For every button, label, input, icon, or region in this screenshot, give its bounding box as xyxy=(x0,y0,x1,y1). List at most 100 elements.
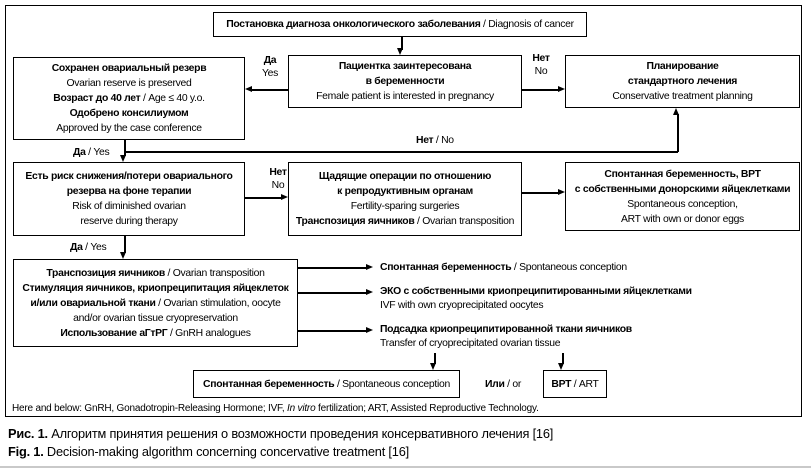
arrowhead-down xyxy=(397,48,403,55)
text-en: / Ovarian transposition xyxy=(164,267,265,279)
text-en: / Ovarian transposition xyxy=(414,216,515,227)
text-ru: резерва на фоне терапии xyxy=(66,186,192,197)
text-ru: стандартного лечения xyxy=(627,76,738,87)
flow-line xyxy=(677,114,679,152)
arrowhead-down xyxy=(430,363,436,370)
arrowhead-right xyxy=(366,289,373,295)
text-ru: Да xyxy=(70,242,83,253)
text-ru: и/или овариальной ткани xyxy=(30,297,156,309)
text-ru: Нет xyxy=(532,53,550,64)
footnote-italic: In vitro xyxy=(287,403,316,414)
abbreviations-footnote: Here and below: GnRH, Gonadotropin-Relea… xyxy=(12,403,539,414)
edge-label-yes-2: Да / Yes xyxy=(73,146,110,159)
node-risk-of-reserve-loss: Есть риск снижения/потери овариального р… xyxy=(13,162,245,236)
arrowhead-right xyxy=(366,327,373,333)
arrowhead-right xyxy=(281,194,288,200)
text-ru: Транспозиция яичников xyxy=(46,267,165,279)
text-en: Approved by the case conference xyxy=(56,123,202,134)
edge-label-no-3: Нет No xyxy=(258,166,298,192)
arrowhead-down xyxy=(120,252,126,259)
text-en: reserve during therapy xyxy=(80,216,178,227)
flow-line xyxy=(298,267,366,269)
text-en: / No xyxy=(433,135,454,146)
text-ru: Возраст до 40 лет xyxy=(53,93,141,104)
text-en: IVF with own cryoprecipitated oocytes xyxy=(380,300,544,311)
text-en: Risk of diminished ovarian xyxy=(72,201,186,212)
flow-line xyxy=(522,89,558,91)
text-ru: Пациентка заинтересована xyxy=(338,61,472,72)
caption-text: Алгоритм принятия решения о возможности … xyxy=(47,426,554,441)
flow-line xyxy=(250,89,288,91)
caption-en: Fig. 1. Decision-making algorithm concer… xyxy=(8,444,409,459)
arrowhead-down xyxy=(120,155,126,162)
text-ru: Спонтанная беременность xyxy=(203,378,335,390)
edge-label-no-2: Нет / No xyxy=(416,134,454,147)
node-ovarian-reserve-criteria: Сохранен овариальный резерв Ovarian rese… xyxy=(13,57,245,140)
text-en: Female patient is interested in pregnanc… xyxy=(316,91,494,102)
node-spontaneous-or-art-donor-eggs: Спонтанная беременность, ВРТ с собственн… xyxy=(565,162,800,231)
text-ru: Да xyxy=(73,147,86,158)
flow-line xyxy=(522,192,558,194)
arrowhead-down xyxy=(558,363,564,370)
edge-label-yes-1: Да Yes xyxy=(250,54,290,80)
text-en: Spontaneous conception, xyxy=(627,198,738,210)
caption-text: Decision-making algorithm concerning con… xyxy=(43,444,409,459)
flow-line xyxy=(124,140,126,156)
text-en: Yes xyxy=(261,68,279,79)
output-spontaneous-conception: Спонтанная беременность / Spontaneous co… xyxy=(380,261,627,275)
node-cancer-diagnosis: Постановка диагноза онкологического забо… xyxy=(213,12,587,37)
output-ivf-own-oocytes: ЭКО с собственными криопреципитированным… xyxy=(380,285,692,313)
or-label: Или / or xyxy=(477,378,529,391)
text-ru: Или xyxy=(485,379,505,390)
text-en: No xyxy=(271,180,285,191)
text-ru: Нет xyxy=(416,135,434,146)
flow-line xyxy=(298,292,366,294)
arrowhead-right xyxy=(558,86,565,92)
node-final-spontaneous-conception: Спонтанная беременность / Spontaneous co… xyxy=(193,370,460,398)
node-standard-treatment-planning: Планирование стандартного лечения Conser… xyxy=(565,55,800,108)
output-tissue-transfer: Подсадка криопреципитированной ткани яич… xyxy=(380,323,632,351)
flow-line xyxy=(401,37,403,50)
text-en: / Spontaneous conception xyxy=(334,378,450,390)
text-en: / Spontaneous conception xyxy=(511,262,627,273)
text-ru: Нет xyxy=(269,167,287,178)
text-ru: Подсадка криопреципитированной ткани яич… xyxy=(380,324,632,335)
node-fertility-sparing-surgeries: Щадящие операции по отношению к репродук… xyxy=(288,162,522,236)
text-ru: к репродуктивным органам xyxy=(337,186,473,197)
text-ru: Стимуляция яичников, криопреципитация яй… xyxy=(22,282,289,294)
footnote-text: Here and below: GnRH, Gonadotropin-Relea… xyxy=(12,403,288,414)
text-en: ART with own or donor eggs xyxy=(621,213,744,225)
text-ru: Постановка диагноза онкологического забо… xyxy=(226,19,481,30)
edge-label-no-1: Нет No xyxy=(521,52,561,78)
text-ru: ВРТ xyxy=(551,378,572,390)
flow-line xyxy=(124,151,678,153)
text-ru: Спонтанная беременность xyxy=(380,262,512,273)
flow-line xyxy=(245,197,281,199)
text-en: / or xyxy=(504,379,521,390)
text-ru: Транспозиция яичников xyxy=(295,216,415,227)
caption-label: Fig. 1. xyxy=(8,444,44,459)
flow-line xyxy=(298,330,366,332)
text-ru: Одобрено консилиумом xyxy=(69,108,189,119)
text-ru: с собственными донорскими яйцеклетками xyxy=(574,183,791,195)
node-fertility-preservation-options: Транспозиция яичников / Ovarian transpos… xyxy=(13,259,298,347)
text-en: Transfer of cryoprecipitated ovarian tis… xyxy=(380,338,561,349)
flow-line xyxy=(124,236,126,253)
text-en: Fertility-sparing surgeries xyxy=(350,201,460,212)
text-en: / GnRH analogues xyxy=(167,327,251,339)
text-ru: ЭКО с собственными криопреципитированным… xyxy=(380,286,692,297)
arrowhead-up xyxy=(673,108,679,115)
caption-ru: Рис. 1. Алгоритм принятия решения о возм… xyxy=(8,426,553,441)
text-ru: Да xyxy=(263,55,277,66)
text-en: / Yes xyxy=(82,242,107,253)
text-en: / ART xyxy=(571,378,599,390)
arrowhead-right xyxy=(558,189,565,195)
text-en: Ovarian reserve is preserved xyxy=(66,78,192,89)
text-en: Conservative treatment planning xyxy=(612,91,753,102)
text-ru: Сохранен овариальный резерв xyxy=(51,63,207,74)
edge-label-yes-3: Да / Yes xyxy=(70,241,107,254)
text-en: / Age ≤ 40 y.o. xyxy=(140,93,205,104)
flow-line xyxy=(434,353,436,364)
node-pregnancy-interest: Пациентка заинтересована в беременности … xyxy=(288,55,522,108)
bottom-divider xyxy=(0,466,811,468)
